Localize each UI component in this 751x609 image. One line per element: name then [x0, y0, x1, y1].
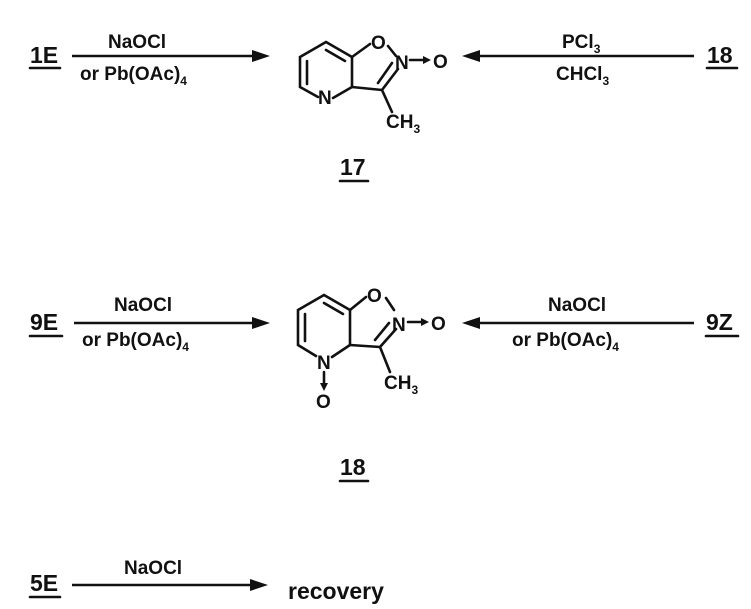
bond-c7a-o-18: [348, 295, 368, 312]
oxygen-oxide-18: O: [431, 314, 446, 335]
nitrogen-pyridine-17: N: [318, 88, 332, 109]
oxygen-pyridine-oxide-18: O: [316, 392, 331, 413]
oxygen-oxide-17: O: [433, 52, 448, 73]
nitrogen-oxide-17: N: [395, 53, 409, 74]
row1-left-reagent-top: NaOCl: [108, 32, 166, 53]
product-label-18: 18: [340, 454, 366, 480]
row2-right-reagent-bottom: or Pb(OAc)4: [512, 330, 619, 354]
row3-left-compound: 5E: [30, 570, 58, 596]
bond-o-n-18: [384, 296, 396, 312]
row2-left-arrowhead: [252, 317, 270, 329]
double-bond-inner-18: [322, 301, 345, 316]
row2: 9E NaOCl or Pb(OAc)4 O N O N: [28, 286, 740, 483]
bond-c3-methyl-18: [378, 345, 392, 374]
product-label-17: 17: [340, 154, 366, 180]
row2-left-reagent-bottom: or Pb(OAc)4: [82, 330, 189, 354]
structure-18: O N O N O CH3: [296, 286, 446, 413]
nitrogen-pyridine-18: N: [317, 353, 331, 374]
row1-right-reagent-top: PCl3: [562, 32, 601, 56]
row2-left-compound: 9E: [30, 309, 58, 335]
bond-n-c3a-18: [330, 343, 352, 359]
bond-c3-methyl-17: [380, 88, 394, 114]
double-bond-n-c3-17: [376, 61, 394, 85]
structure-17: O N O N CH3: [298, 33, 448, 136]
row1-left-arrowhead: [252, 50, 270, 62]
bond-c3-c3a-17: [350, 85, 384, 92]
methyl-18: CH3: [384, 373, 418, 397]
row3-reagent-top: NaOCl: [124, 558, 182, 579]
row1: 1E NaOCl or Pb(OAc)4 O N O N CH3: [28, 32, 739, 183]
row2-right-arrowhead: [462, 317, 480, 329]
bond-o-n-17: [386, 44, 398, 58]
row1-right-compound: 18: [707, 42, 733, 68]
pyridine-noxide-arrowhead-18: [320, 383, 328, 391]
methyl-17: CH3: [386, 112, 420, 136]
noxide-arrowhead-18: [421, 318, 429, 326]
row3-result: recovery: [288, 578, 384, 604]
row2-right-reagent-top: NaOCl: [548, 295, 606, 316]
row1-left-reagent-bottom: or Pb(OAc)4: [80, 64, 187, 88]
nitrogen-oxide-18: N: [392, 315, 406, 336]
bond-c7a-o-17: [350, 42, 372, 59]
bond-n-c3a-17: [331, 85, 354, 100]
row1-left-compound: 1E: [30, 42, 58, 68]
bond-n-c3-18: [378, 327, 398, 349]
ring-bonds-17: [298, 40, 354, 99]
row2-right-compound: 9Z: [706, 309, 733, 335]
row3-arrowhead: [250, 579, 268, 591]
double-bond-inner-17: [324, 48, 347, 63]
bond-c3-c3a-18: [348, 343, 382, 349]
bond-n-c3-17: [380, 67, 400, 92]
row1-right-arrowhead: [462, 50, 480, 62]
double-bond-n-c3-18: [373, 321, 391, 342]
ring-bonds-18: [296, 293, 352, 358]
row3: 5E NaOCl recovery: [28, 558, 384, 604]
oxygen-ring-18: O: [367, 286, 382, 307]
row2-left-reagent-top: NaOCl: [114, 295, 172, 316]
row1-right-reagent-bottom: CHCl3: [556, 64, 609, 88]
oxygen-ring-17: O: [371, 33, 386, 54]
noxide-arrowhead-17: [423, 56, 431, 64]
